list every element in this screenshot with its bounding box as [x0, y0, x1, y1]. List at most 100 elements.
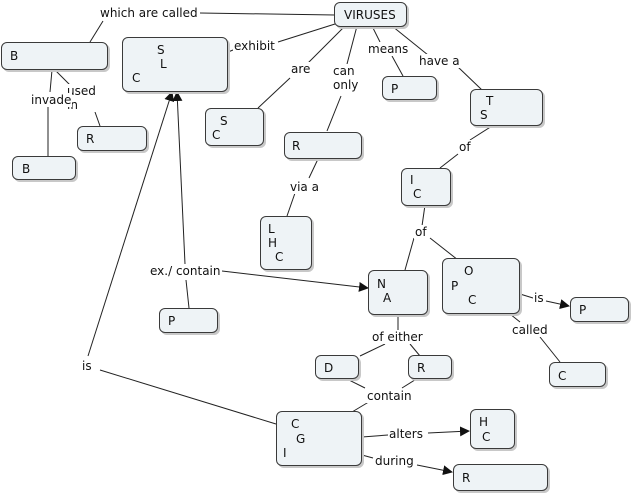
- node-text: VIRUSES: [344, 8, 396, 22]
- connector-either-d: [359, 343, 386, 357]
- connector-ic-of: [421, 204, 426, 227]
- node-text: S: [157, 43, 165, 57]
- connector-is-p: [545, 299, 570, 309]
- connector-during-r: [416, 464, 453, 476]
- link-label-via-a: via a: [289, 180, 320, 194]
- link-label-alters: alters: [388, 427, 424, 441]
- link-label-called: called: [511, 323, 549, 337]
- concept-node-na[interactable]: N A: [368, 270, 428, 315]
- node-text: C: [275, 250, 284, 264]
- concept-node-ts[interactable]: T S: [470, 89, 543, 126]
- connector-exhibit-slc: [227, 49, 234, 53]
- connector-contain-r: [401, 377, 419, 389]
- concept-node-ic[interactable]: I C: [401, 168, 451, 206]
- connector-b-invade: [49, 69, 53, 93]
- connector-used-r: [94, 111, 101, 127]
- concept-node-slc[interactable]: S L C: [122, 37, 228, 92]
- connector-cgi-alters: [361, 434, 389, 438]
- link-label-means: means: [367, 42, 410, 56]
- node-text: C: [132, 71, 141, 85]
- connector-viruses-means: [371, 25, 381, 43]
- concept-node-c-called[interactable]: C: [549, 362, 606, 387]
- concept-node-p-right[interactable]: P: [570, 297, 629, 322]
- concept-node-p-left[interactable]: P: [159, 308, 218, 333]
- node-text: C: [558, 369, 567, 383]
- concept-node-r-during[interactable]: R: [453, 464, 548, 491]
- node-text: C: [482, 430, 491, 444]
- concept-node-r-only[interactable]: R: [284, 132, 362, 159]
- concept-node-viruses[interactable]: VIRUSES: [334, 2, 407, 27]
- concept-node-r-used[interactable]: R: [77, 126, 147, 151]
- connector-via-lhc: [286, 192, 296, 217]
- link-label-which-are-called: which are called: [99, 6, 199, 20]
- node-text: C: [468, 293, 477, 307]
- link-label-are: are: [290, 62, 312, 76]
- connector-cgi-during: [361, 454, 374, 459]
- node-text: G: [296, 432, 306, 446]
- link-label-invade: invade: [30, 93, 73, 107]
- node-text: C: [212, 128, 221, 142]
- link-label-can-only: can only: [332, 64, 360, 92]
- link-label-exhibit: exhibit: [233, 39, 276, 53]
- node-text: T: [486, 94, 494, 108]
- connector-contain-d: [344, 377, 366, 389]
- node-text: A: [383, 291, 392, 305]
- connector-b-used: [54, 69, 71, 86]
- connector-of-na: [404, 237, 415, 271]
- connector-alters-hc: [427, 426, 470, 437]
- connector-ts-of: [469, 125, 493, 141]
- concept-node-cgi[interactable]: C G I: [276, 411, 362, 466]
- concept-node-b-top[interactable]: B: [1, 42, 108, 70]
- node-text: N: [377, 277, 386, 291]
- node-text: O: [464, 264, 474, 278]
- node-text: C: [413, 187, 422, 201]
- node-text: S: [480, 108, 488, 122]
- connector-opc-is: [519, 293, 534, 299]
- node-text: I: [410, 173, 414, 187]
- connector-excontain-na: [221, 270, 369, 292]
- node-text: L: [268, 222, 275, 236]
- concept-node-lhc[interactable]: L H C: [260, 216, 312, 270]
- connector-canonly-r: [326, 95, 342, 132]
- concept-node-opc[interactable]: O P C: [442, 258, 520, 314]
- concept-node-d[interactable]: D: [315, 355, 359, 379]
- connector-havea-ts: [457, 66, 483, 91]
- concept-node-p-means[interactable]: P: [382, 76, 437, 100]
- link-label-during: during: [374, 454, 415, 468]
- node-text: P: [579, 303, 587, 317]
- connector-viruses-label: [199, 12, 336, 16]
- link-label-of-ic: of: [414, 225, 428, 239]
- connector-are-sc: [257, 77, 291, 109]
- connector-called-c: [539, 336, 561, 363]
- node-text: B: [10, 49, 19, 63]
- concept-node-r-either[interactable]: R: [408, 355, 452, 379]
- node-text: P: [168, 314, 176, 328]
- connector-p-excontain: [185, 279, 190, 309]
- node-text: B: [22, 162, 31, 176]
- connector-is-slc: [87, 91, 175, 357]
- connector-of-opc: [429, 237, 459, 261]
- connector-viruses-canonly: [346, 25, 358, 65]
- link-label-have-a: have a: [418, 54, 461, 68]
- link-label-ex-contain: ex./ contain: [149, 264, 222, 278]
- connector-either-r: [409, 343, 421, 357]
- link-label-of-ts: of: [458, 140, 472, 154]
- node-text: S: [220, 114, 228, 128]
- connector-viruses-are: [307, 25, 346, 64]
- connector-label-b: [89, 20, 104, 43]
- connector-excontain-slc: [172, 91, 186, 265]
- node-text: R: [86, 132, 95, 146]
- node-text: R: [417, 361, 426, 375]
- link-label-used-in: used in: [66, 84, 97, 112]
- connector-viruses-havea: [391, 25, 429, 56]
- connector-opc-called: [509, 313, 521, 323]
- node-text: P: [451, 279, 459, 293]
- node-text: R: [462, 471, 471, 485]
- link-label-is-right: is: [533, 291, 545, 305]
- concept-node-sc[interactable]: S C: [205, 108, 264, 146]
- concept-node-b-bottom[interactable]: B: [12, 156, 76, 180]
- node-text: P: [391, 82, 399, 96]
- concept-node-hc[interactable]: H C: [470, 409, 515, 449]
- node-text: H: [479, 415, 489, 429]
